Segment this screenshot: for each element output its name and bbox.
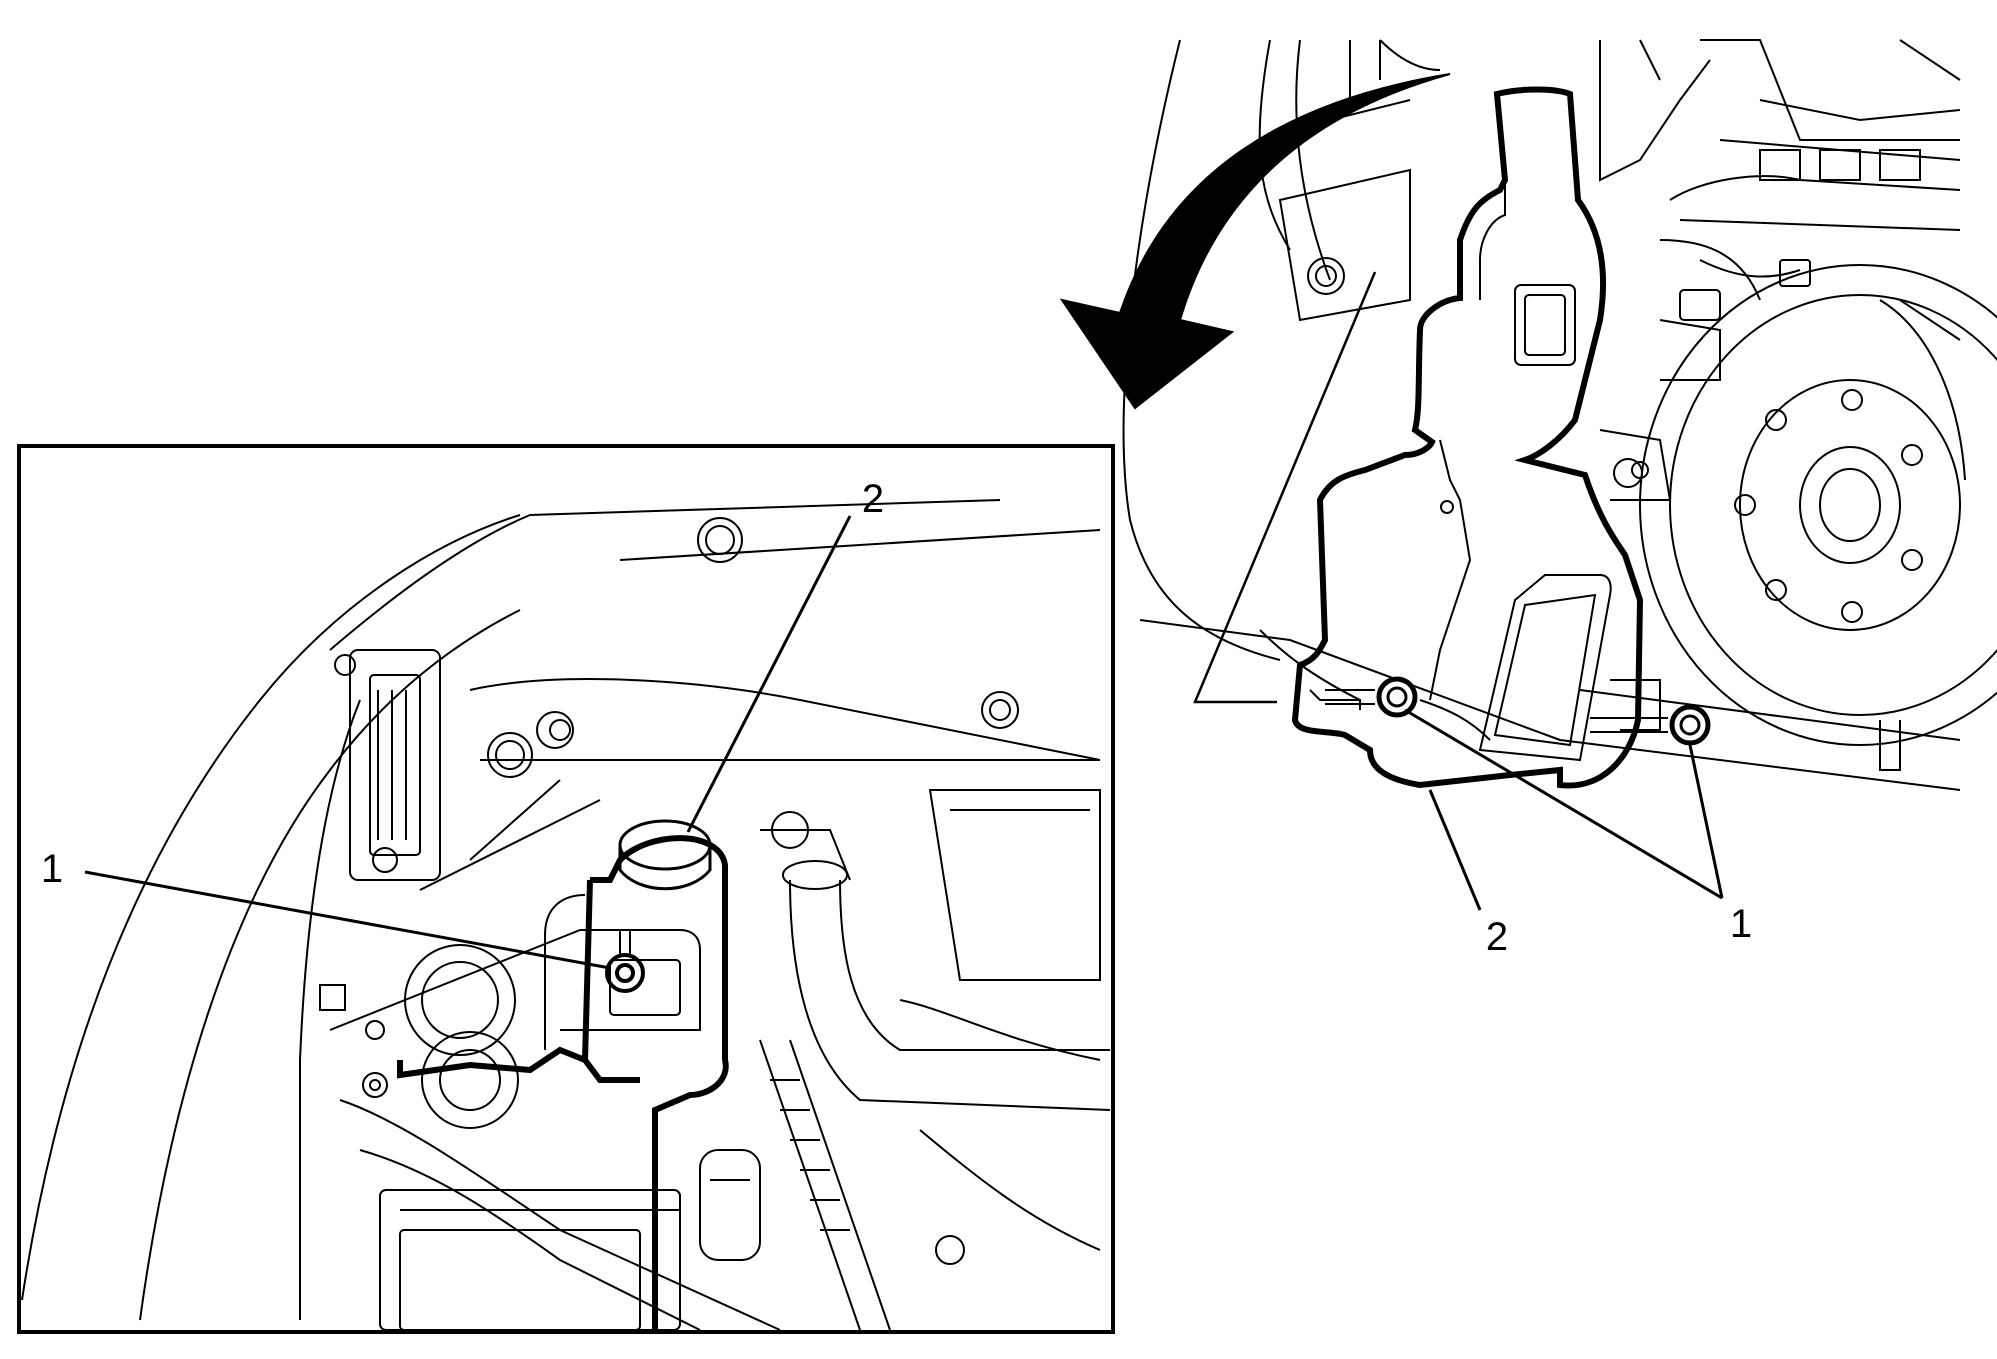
rotation-arrow-icon	[1059, 73, 1451, 410]
main-bolt-left	[1325, 676, 1418, 718]
inset-leader-1	[84, 870, 611, 970]
section-indicator-lines	[1193, 271, 1377, 704]
main-reservoir	[1291, 86, 1661, 789]
main-callout-2: 2	[1486, 915, 1508, 959]
inset-view: 1 2	[17, 444, 1115, 1334]
main-leader-1a	[1404, 708, 1723, 900]
inset-reservoir-cap	[618, 819, 712, 891]
inset-engine-bay-lines	[21, 499, 1111, 1331]
inset-frame	[17, 444, 1115, 1334]
main-bolt-right	[1590, 704, 1711, 746]
inset-callout-1: 1	[41, 847, 63, 891]
inset-reservoir	[397, 835, 729, 1330]
main-view: 2 1	[1059, 39, 1997, 959]
inset-callout-2: 2	[862, 477, 884, 521]
main-leader-1b	[1688, 744, 1724, 899]
main-body-lines	[1122, 39, 1961, 791]
main-brake-rotor	[1639, 264, 1997, 771]
inset-leader-2	[686, 515, 852, 833]
inset-bolt	[605, 929, 645, 993]
main-callout-1: 1	[1730, 902, 1752, 946]
main-leader-2	[1428, 789, 1482, 911]
